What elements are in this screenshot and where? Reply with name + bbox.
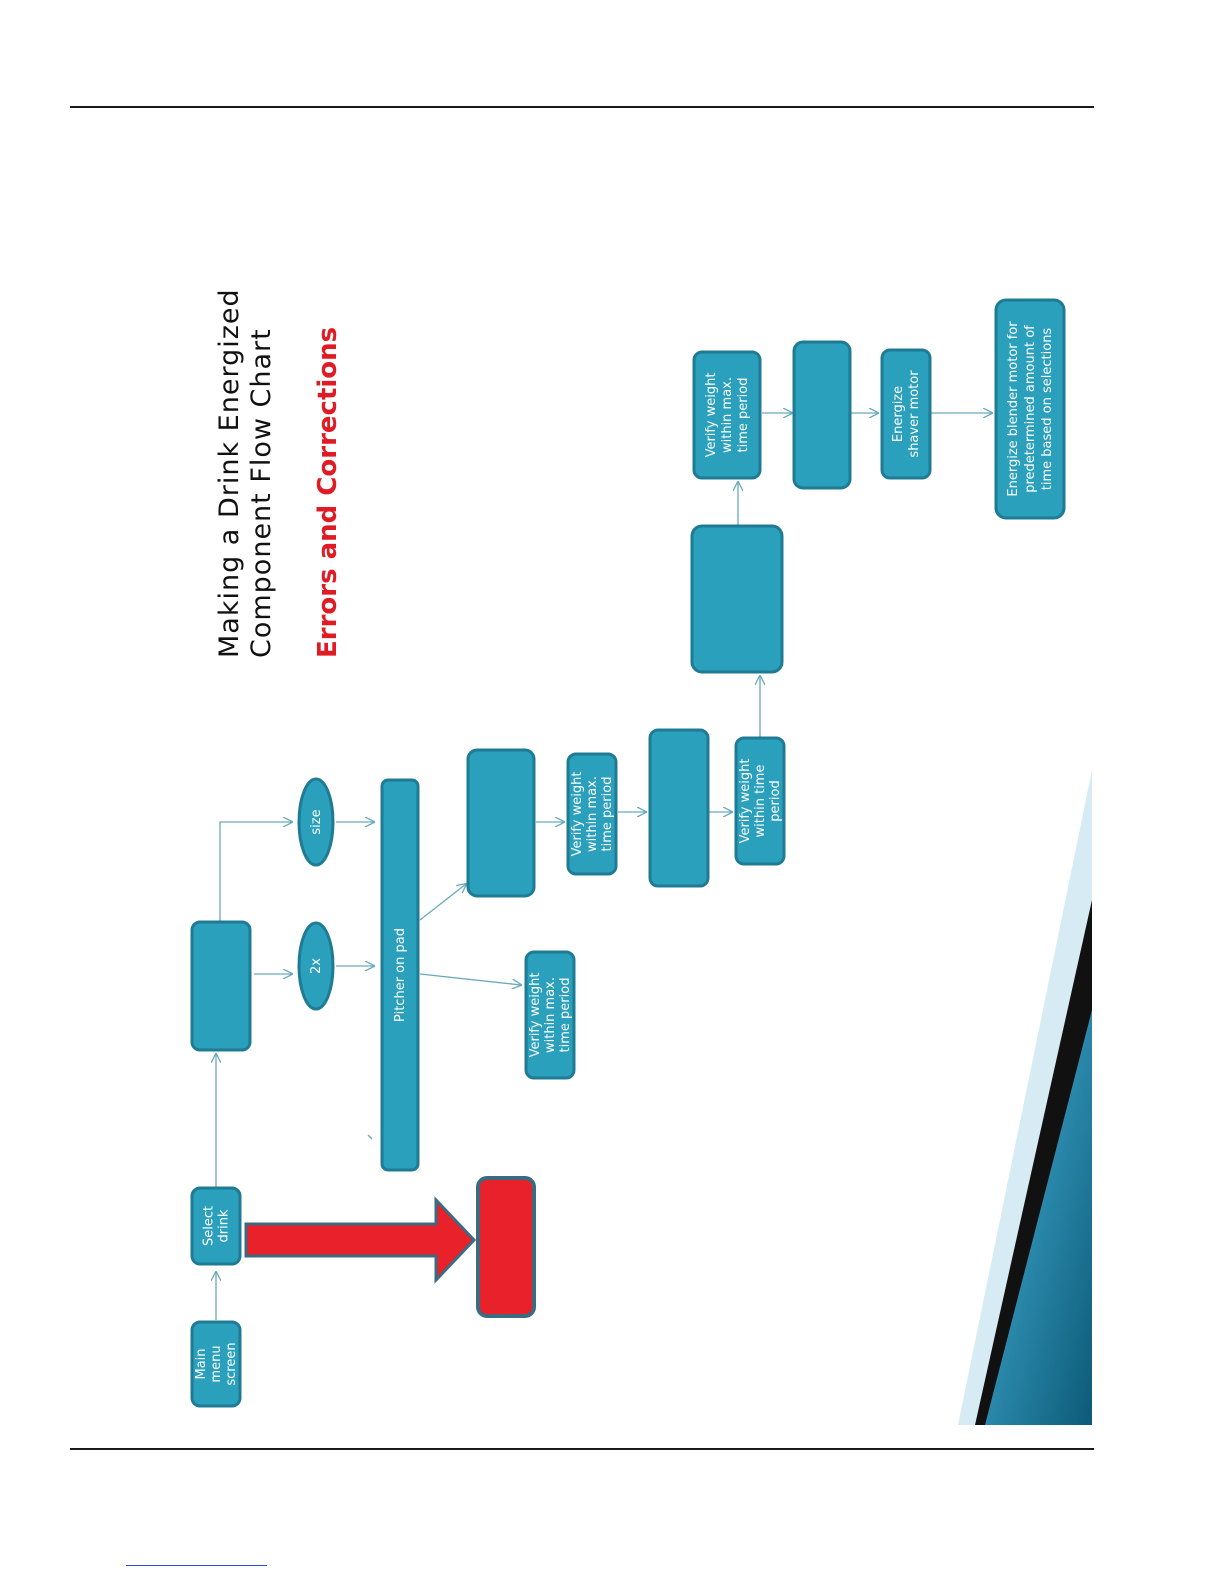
node-label-verify-a: Verify weight xyxy=(528,973,543,1058)
node-label-verify-a: time period xyxy=(558,978,573,1053)
node-label-main-menu: menu xyxy=(209,1345,224,1382)
node-label-pitcher: Pitcher on pad xyxy=(393,928,408,1022)
node-label-main-menu: Main xyxy=(194,1348,209,1379)
footer-link-underline xyxy=(126,1565,267,1566)
node-label-main-menu: screen xyxy=(224,1342,239,1385)
error-indicator xyxy=(244,1176,536,1318)
nodes xyxy=(190,298,1066,1408)
node-label-verify-a: within max. xyxy=(543,977,558,1053)
subtitle-errors-corrections: Errors and Corrections xyxy=(313,327,343,658)
node-label-energize-blender: predetermined amount of xyxy=(1023,325,1038,493)
title-line-1: Making a Drink Energized xyxy=(214,288,245,658)
connector xyxy=(419,973,521,985)
node-label-select-drink: drink xyxy=(217,1209,232,1242)
node-label-verify-b: within max. xyxy=(585,776,600,852)
connector-stub xyxy=(367,1134,373,1140)
bottom-rule xyxy=(70,1448,1094,1450)
unlabeled-mid-node xyxy=(466,748,536,898)
top-rule xyxy=(70,106,1094,108)
energize-shaver-node xyxy=(880,348,932,480)
title-line-2: Component Flow Chart xyxy=(246,328,277,658)
select-drink-node xyxy=(190,1186,242,1266)
energize-blender-node xyxy=(994,298,1066,520)
decorative-swoosh xyxy=(958,770,1092,1425)
node-label-verify-d: within max. xyxy=(720,377,735,453)
node-label-verify-c: within time xyxy=(753,765,768,838)
node-label-energize-blender: Energize blender motor for xyxy=(1006,321,1021,497)
error-arrow xyxy=(244,1196,477,1284)
verify-weight-b-node xyxy=(566,752,618,876)
node-label-energize-shaver: shaver motor xyxy=(907,370,922,458)
node-label-energize-shaver: Energize xyxy=(891,386,906,442)
verify-weight-a-node xyxy=(524,950,576,1080)
size-node xyxy=(297,777,335,867)
two-x-node xyxy=(297,921,335,1011)
title-group: Making a Drink Energized Component Flow … xyxy=(214,288,343,658)
node-label-verify-c: Verify weight xyxy=(738,759,753,844)
unlabeled-right-node xyxy=(792,340,852,490)
node-label-energize-blender: time based on selections xyxy=(1040,328,1055,491)
node-label-verify-b: Verify weight xyxy=(570,772,585,857)
unlabeled-tall-node xyxy=(648,728,710,888)
node-label-two-x: 2x xyxy=(309,958,324,974)
node-label-select-drink: Select xyxy=(202,1206,217,1246)
pitcher-node xyxy=(380,778,420,1172)
unlabeled-big-node xyxy=(690,524,784,674)
node-label-verify-d: Verify weight xyxy=(704,373,719,458)
verify-weight-c-node xyxy=(734,736,786,866)
connector xyxy=(419,884,466,921)
node-label-verify-c: period xyxy=(768,780,783,821)
error-box xyxy=(476,1176,536,1318)
unlabeled-top-node xyxy=(190,920,252,1052)
connectors xyxy=(216,413,992,1320)
verify-weight-d-node xyxy=(692,350,762,480)
node-label-verify-d: time period xyxy=(736,378,751,453)
connector xyxy=(219,822,292,922)
main-menu-node xyxy=(190,1320,242,1408)
node-label-size: size xyxy=(309,809,324,834)
node-label-verify-b: time period xyxy=(600,777,615,852)
